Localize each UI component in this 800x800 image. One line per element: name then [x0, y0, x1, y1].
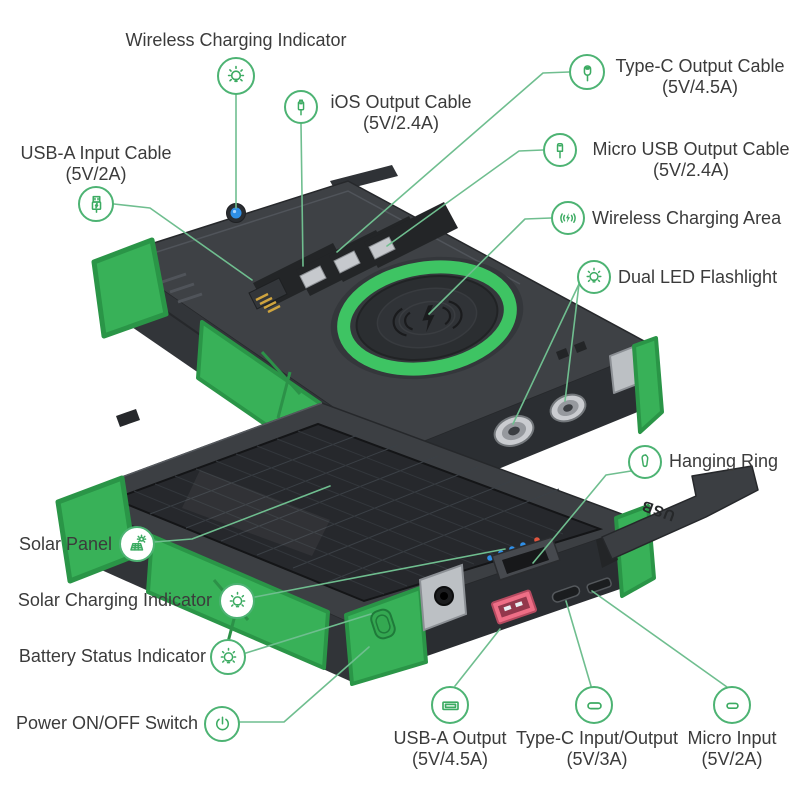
solar-panel-icon — [129, 533, 146, 551]
callout-power-switch — [204, 706, 240, 742]
leader-hanging-ring — [532, 470, 632, 564]
wireless-indicator-led — [226, 203, 246, 223]
label-battery-status-indicator: Battery Status Indicator — [18, 646, 206, 666]
usb-a-port-icon — [441, 700, 459, 710]
corner-bracket — [418, 563, 468, 632]
leader-wireless-area — [428, 217, 552, 315]
built-in-usb-a-connector — [248, 277, 288, 314]
solar-indicator-bulb-icon — [229, 591, 245, 607]
label-micro-usb-output-cable: Micro USB Output Cable (5V/2.4A) — [592, 139, 790, 180]
usb-plug-icon — [91, 195, 101, 213]
flashlight-led-1 — [493, 415, 535, 447]
leader-micro-input — [591, 590, 728, 688]
usb-a-output-port — [491, 589, 537, 625]
power-bank-bottom: USB — [55, 402, 759, 686]
label-micro-input: Micro Input (5V/2A) — [687, 728, 777, 769]
indicator-bulb-icon — [227, 65, 245, 83]
leader-type-c-output — [336, 71, 570, 253]
leader-solar-panel — [153, 485, 331, 543]
micro-port-icon — [725, 702, 739, 709]
leader-solar-charging — [254, 548, 506, 598]
wireless-charge-icon — [392, 300, 463, 337]
callout-wireless-charging-indicator — [217, 57, 255, 95]
callout-solar-charging — [219, 583, 255, 619]
leader-lines — [113, 71, 728, 723]
leader-power-switch — [239, 646, 370, 723]
carabiner-icon — [641, 454, 649, 468]
power-button — [370, 608, 396, 640]
callout-usb-a-input — [78, 186, 114, 222]
type-c-port-icon — [586, 701, 602, 709]
leader-usb-a-output — [454, 628, 501, 687]
label-dual-led-flashlight: Dual LED Flashlight — [618, 267, 778, 287]
label-usb-a-input-cable: USB-A Input Cable (5V/2A) — [20, 143, 172, 184]
callout-micro-usb-cable — [543, 133, 577, 167]
label-wireless-charging-area: Wireless Charging Area — [592, 208, 782, 228]
flashlight-led-2 — [549, 393, 587, 423]
type-c-port — [551, 585, 581, 603]
leader-ios-cable — [300, 123, 304, 267]
leader-flashlight-1 — [512, 283, 580, 425]
leader-type-c-io — [565, 600, 592, 687]
callout-type-c-cable — [569, 54, 605, 90]
leader-battery-status — [245, 613, 372, 654]
wireless-waves-icon — [560, 212, 576, 223]
solar-panel-surface — [111, 422, 604, 603]
callout-battery-status — [210, 639, 246, 675]
label-type-c-output-cable: Type-C Output Cable (5V/4.5A) — [615, 56, 785, 97]
leader-micro-output — [386, 149, 544, 247]
callout-micro-input — [713, 686, 751, 724]
callout-flashlight — [577, 260, 611, 294]
flashlight-bulb-icon — [586, 267, 602, 283]
label-power-switch: Power ON/OFF Switch — [15, 713, 198, 733]
leader-usb-a-input — [113, 203, 253, 281]
callout-wireless-area — [551, 201, 585, 235]
label-hanging-ring: Hanging Ring — [669, 451, 779, 471]
power-icon — [215, 715, 229, 730]
built-in-micro-connector — [368, 236, 396, 260]
label-usb-a-output: USB-A Output (5V/4.5A) — [393, 728, 507, 769]
micro-usb-cable-icon — [556, 143, 564, 159]
callout-solar-panel — [119, 526, 155, 562]
battery-indicator-bulb-icon — [220, 647, 236, 663]
built-in-lightning-connector — [299, 265, 327, 289]
label-wireless-charging-indicator: Wireless Charging Indicator — [125, 30, 347, 50]
callout-type-c-io — [575, 686, 613, 724]
callout-hanging-ring — [628, 445, 662, 479]
built-in-type-c-connector — [333, 250, 361, 274]
label-type-c-input-output: Type-C Input/Output (5V/3A) — [515, 728, 679, 769]
label-solar-panel: Solar Panel — [18, 534, 112, 554]
wireless-charging-pad — [330, 256, 524, 380]
label-solar-charging-indicator: Solar Charging Indicator — [17, 590, 212, 610]
leader-flashlight-2 — [564, 283, 580, 402]
callout-usb-a-output — [431, 686, 469, 724]
label-ios-output-cable: iOS Output Cable (5V/2.4A) — [330, 92, 472, 133]
usb-flap: USB — [596, 465, 759, 568]
callout-ios-cable — [284, 90, 318, 124]
wireless-pad-green-ring — [337, 260, 517, 376]
type-c-cable-icon — [583, 64, 591, 81]
micro-usb-port — [586, 577, 612, 594]
hanging-ring-slot — [491, 536, 561, 581]
lightning-cable-icon — [297, 99, 305, 116]
